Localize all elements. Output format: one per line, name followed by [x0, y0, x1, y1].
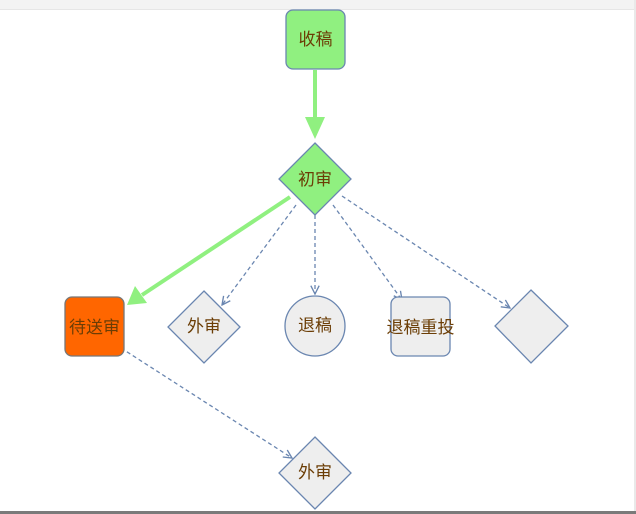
node-return-revise-label: 退稿重投: [387, 318, 455, 338]
node-first-review-label: 初审: [298, 170, 332, 190]
node-receive-label: 收稿: [299, 30, 333, 50]
node-first-review[interactable]: 初审: [278, 142, 352, 216]
edge-first-review-to-external-review-1: [222, 204, 297, 305]
node-external-review-1[interactable]: 外审: [167, 290, 241, 364]
node-external-review-2-label: 外审: [298, 463, 332, 483]
node-pending-review[interactable]: 待送审: [64, 296, 125, 357]
node-return-revise[interactable]: 退稿重投: [387, 296, 455, 357]
edge-pending-to-external-review-2: [120, 347, 292, 458]
node-external-review-1-label: 外审: [187, 317, 221, 337]
node-unnamed-decision[interactable]: [494, 289, 569, 364]
node-reject-label: 退稿: [298, 316, 332, 336]
edge-first-review-to-return-revise: [332, 204, 402, 300]
node-reject[interactable]: 退稿: [284, 295, 346, 357]
node-pending-review-label: 待送审: [69, 318, 120, 338]
right-edge: [634, 0, 636, 514]
edge-receive-to-first-review: [305, 70, 325, 139]
node-external-review-2[interactable]: 外审: [278, 436, 352, 510]
bottom-bar: [0, 511, 636, 514]
node-receive[interactable]: 收稿: [285, 9, 346, 70]
edge-first-review-to-pending: [127, 195, 292, 305]
edge-first-review-to-unnamed-decision: [341, 195, 510, 308]
